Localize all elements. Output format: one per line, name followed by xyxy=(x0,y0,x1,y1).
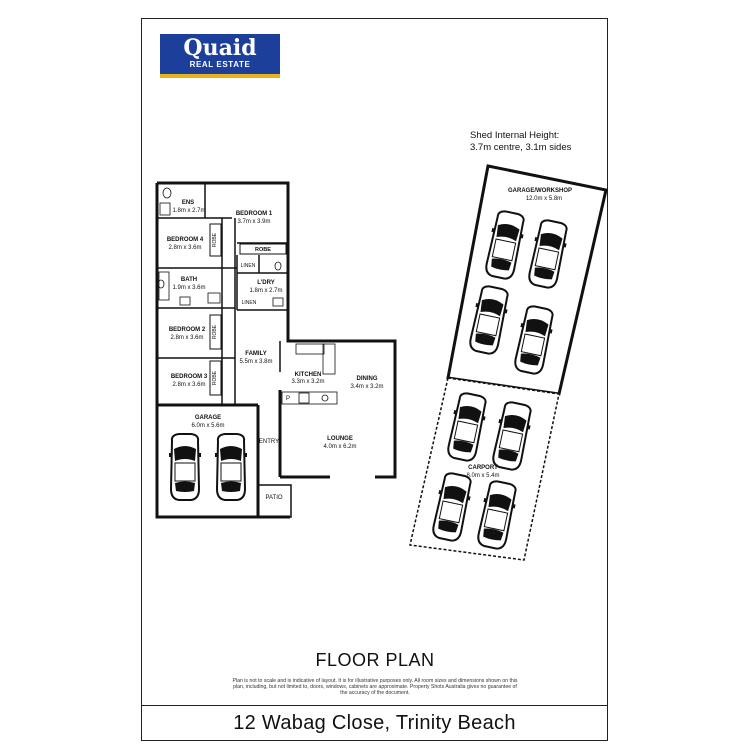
room-bedroom2-dims: 2.8m x 3.6m xyxy=(170,335,203,341)
interior-walls xyxy=(157,183,292,518)
robe-label-bedroom1: ROBE xyxy=(255,247,271,253)
property-address: 12 Wabag Close, Trinity Beach xyxy=(141,705,608,741)
room-carport-name: CARPORT xyxy=(468,465,498,471)
room-carport-dims: 8.0m x 5.4m xyxy=(466,473,499,479)
logo-subtitle: REAL ESTATE xyxy=(189,60,251,69)
robe-label-bedroom2: ROBE xyxy=(212,324,218,339)
room-kitchen-dims: 3.3m x 3.2m xyxy=(291,379,324,385)
linen-label-1: LINEN xyxy=(241,263,256,269)
room-bath-dims: 1.9m x 3.6m xyxy=(172,285,205,291)
room-garage-dims: 6.0m x 5.6m xyxy=(191,423,224,429)
robe-boxes xyxy=(209,223,287,396)
room-ens-dims: 1.8m x 2.7m xyxy=(172,208,205,214)
room-bedroom4-dims: 2.8m x 3.6m xyxy=(168,245,201,251)
floor-plan-title: FLOOR PLAN xyxy=(315,650,435,670)
room-bedroom3-name: BEDROOM 3 xyxy=(171,374,208,380)
room-bedroom4-name: BEDROOM 4 xyxy=(167,237,204,243)
logo-name: Quaid xyxy=(183,35,257,61)
linen-label-2: LINEN xyxy=(242,300,257,306)
pantry-label: P xyxy=(286,396,290,402)
quaid-logo: Quaid REAL ESTATE xyxy=(160,34,280,78)
shed-note-line1: Shed Internal Height: xyxy=(470,130,560,141)
room-garage-workshop-name: GARAGE/WORKSHOP xyxy=(508,188,572,194)
room-bedroom1-dims: 3.7m x 3.9m xyxy=(237,219,270,225)
room-family-name: FAMILY xyxy=(245,351,266,357)
room-ldry-dims: 1.8m x 2.7m xyxy=(249,288,282,294)
robe-label-bedroom3: ROBE xyxy=(212,370,218,385)
robe-label-bedroom4: ROBE xyxy=(212,232,218,247)
patio-label: PATIO xyxy=(265,495,282,501)
fixtures xyxy=(157,187,338,405)
room-ldry-name: L'DRY xyxy=(257,280,275,286)
room-family-dims: 5.5m x 3.8m xyxy=(239,359,272,365)
room-bedroom2-name: BEDROOM 2 xyxy=(169,327,206,333)
room-dining-name: DINING xyxy=(357,376,378,382)
room-bath-name: BATH xyxy=(181,277,197,283)
room-garage-workshop-dims: 12.0m x 5.8m xyxy=(526,196,562,202)
garage-car-icon-2 xyxy=(214,433,248,501)
shed-note-line2: 3.7m centre, 3.1m sides xyxy=(470,142,572,153)
room-ens-name: ENS xyxy=(182,200,194,206)
disclaimer-text: Plan is not to scale and is indicative o… xyxy=(232,678,518,697)
room-lounge-name: LOUNGE xyxy=(327,436,353,442)
room-garage-name: GARAGE xyxy=(195,415,221,421)
shed-height-note: Shed Internal Height: 3.7m centre, 3.1m … xyxy=(470,130,571,154)
entry-label: ENTRY xyxy=(259,439,279,445)
room-kitchen-name: KITCHEN xyxy=(295,372,322,378)
room-dining-dims: 3.4m x 3.2m xyxy=(350,384,383,390)
room-lounge-dims: 4.0m x 6.2m xyxy=(323,444,356,450)
room-bedroom1-name: BEDROOM 1 xyxy=(236,211,273,217)
house-walls xyxy=(155,181,397,519)
garage-car-icon-1 xyxy=(168,433,202,501)
room-bedroom3-dims: 2.8m x 3.6m xyxy=(172,382,205,388)
